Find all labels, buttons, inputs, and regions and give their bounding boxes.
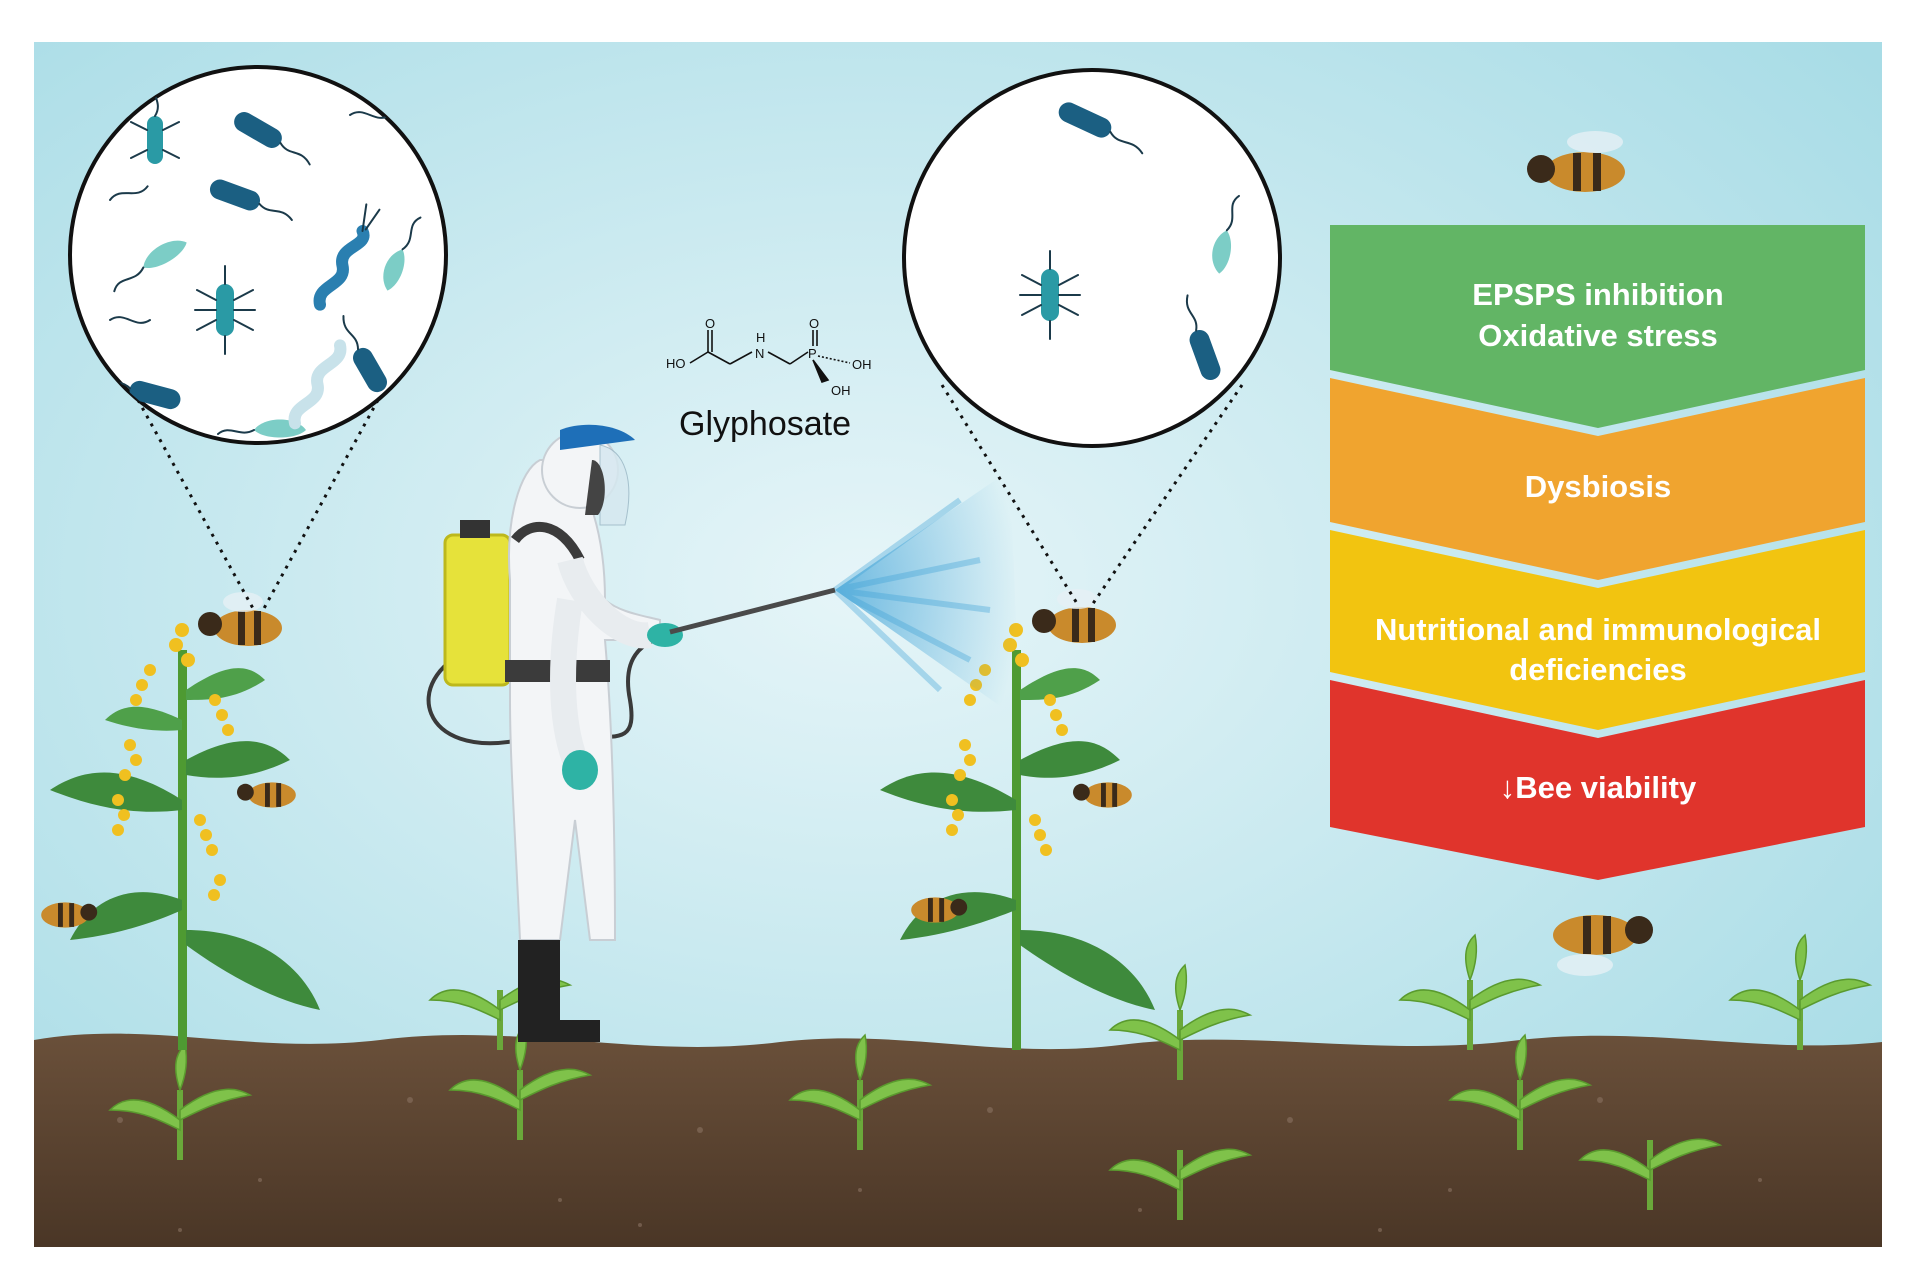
effect-label: deficiencies bbox=[1509, 652, 1686, 687]
bacterium-icon bbox=[209, 179, 293, 221]
glyphosate-atom-labels: HO O H N P O OH OH bbox=[666, 316, 872, 398]
bacterium-icon bbox=[109, 316, 151, 324]
bacterium-icon bbox=[288, 339, 347, 430]
bee-icon bbox=[1073, 782, 1132, 808]
bacterium-icon bbox=[313, 203, 381, 311]
glyphosate-structure bbox=[689, 330, 851, 383]
effect-label: Oxidative stress bbox=[1478, 318, 1718, 353]
soil bbox=[34, 1033, 1882, 1247]
effect-label: EPSPS inhibition bbox=[1472, 277, 1723, 312]
atom-o-phosphoryl: O bbox=[809, 316, 819, 331]
bee-icon bbox=[237, 782, 296, 808]
flowering-plant-left bbox=[50, 623, 320, 1050]
effect-step-epsps: EPSPS inhibition Oxidative stress bbox=[1330, 225, 1865, 428]
flowering-plant-right bbox=[880, 623, 1155, 1050]
bacterium-icon bbox=[1019, 250, 1081, 340]
bacterium-icon bbox=[342, 315, 387, 393]
bacterium-icon bbox=[1212, 194, 1240, 274]
atom-nh-h: H bbox=[756, 330, 765, 345]
atom-ho: HO bbox=[666, 356, 686, 371]
sprayer-person-illustration bbox=[426, 424, 836, 1042]
effect-label: ↓Bee viability bbox=[1500, 770, 1697, 805]
effect-step-bee-viability: ↓Bee viability bbox=[1330, 680, 1865, 880]
effects-cascade: EPSPS inhibition Oxidative stress Dysbio… bbox=[1330, 225, 1865, 880]
bee-icon bbox=[1527, 131, 1625, 192]
bee-icon bbox=[911, 897, 968, 923]
bee-icon bbox=[1032, 589, 1116, 643]
zoom-circle-healthy-microbiota bbox=[68, 65, 448, 445]
bacterium-icon bbox=[1185, 294, 1221, 381]
atom-o-carbonyl: O bbox=[705, 316, 715, 331]
bacterium-icon bbox=[113, 240, 187, 293]
bacterium-icon bbox=[1058, 102, 1144, 155]
zoom-circle-reduced-microbiota bbox=[902, 68, 1282, 448]
compound-name: Glyphosate bbox=[679, 405, 851, 443]
atom-n: N bbox=[755, 346, 764, 361]
effect-step-deficiencies: Nutritional and immunological deficienci… bbox=[1330, 530, 1865, 730]
atom-oh-right: OH bbox=[852, 357, 872, 372]
bee-icon bbox=[1553, 915, 1653, 976]
bacterium-icon bbox=[109, 185, 149, 201]
atom-oh-bottom: OH bbox=[831, 383, 851, 398]
bacterium-icon bbox=[383, 216, 422, 291]
bacterium-icon bbox=[234, 112, 311, 166]
effect-label: Dysbiosis bbox=[1525, 469, 1671, 504]
effect-label: Nutritional and immunological bbox=[1375, 612, 1821, 647]
spray-mist bbox=[832, 470, 1020, 720]
bacterium-icon bbox=[194, 265, 256, 355]
atom-p: P bbox=[808, 346, 817, 361]
bee-icon bbox=[198, 592, 282, 646]
effect-step-dysbiosis: Dysbiosis bbox=[1330, 378, 1865, 580]
soil-speckles bbox=[117, 1097, 1762, 1232]
bee-icon bbox=[41, 902, 98, 928]
